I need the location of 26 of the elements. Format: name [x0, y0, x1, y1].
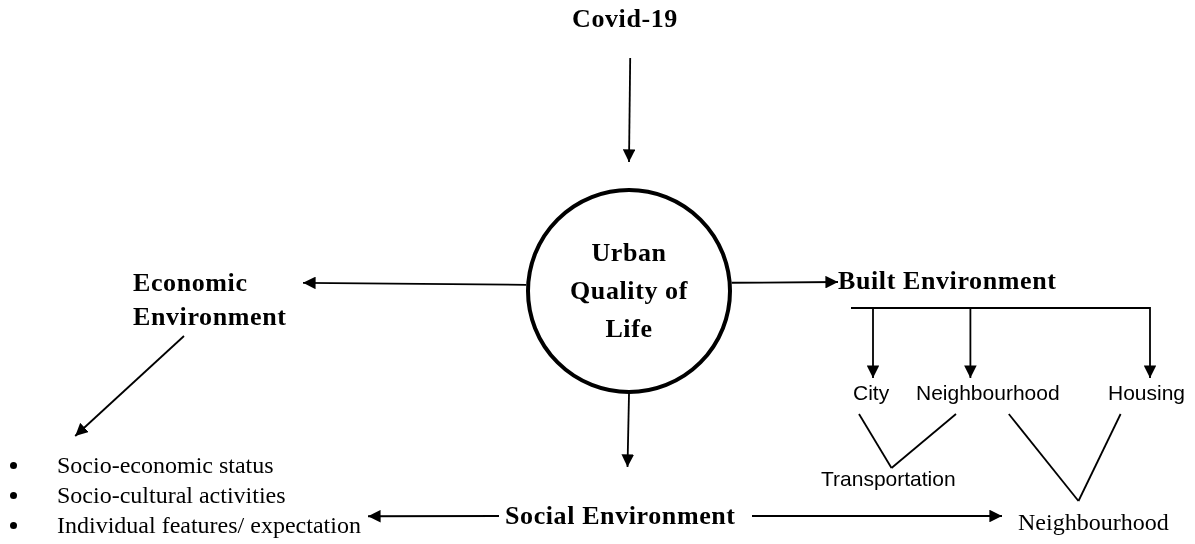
- list-item: Socio-cultural activities: [57, 481, 287, 510]
- arrow: [302, 276, 528, 290]
- list-item: Socio-economic status: [57, 451, 275, 480]
- item-label: Neighbourhood: [916, 380, 1076, 406]
- item-label: City: [853, 380, 893, 406]
- arrow: [74, 335, 185, 437]
- heading-label: Covid-19: [560, 2, 690, 36]
- connector-line: [890, 413, 957, 469]
- connector-line: [1077, 413, 1122, 502]
- item-label: Neighbourhood: [1018, 507, 1186, 537]
- arrow: [850, 307, 1157, 379]
- arrow: [367, 509, 500, 523]
- item-label: Housing: [1108, 380, 1192, 406]
- arrow: [621, 393, 635, 468]
- category-label: Economic Environment: [133, 266, 303, 336]
- list-item: Individual features/ expectation: [57, 511, 362, 540]
- connector-line: [858, 413, 893, 469]
- category-label: Social Environment: [505, 499, 750, 533]
- connector-line: [1007, 413, 1080, 502]
- arrow: [730, 275, 839, 289]
- arrow: [751, 509, 1003, 523]
- item-label: Transportation: [821, 466, 971, 492]
- central-circle: [526, 188, 732, 394]
- circle-label: Urban Quality of Life: [569, 237, 689, 345]
- arrow: [622, 57, 636, 163]
- category-label: Built Environment: [838, 264, 1100, 298]
